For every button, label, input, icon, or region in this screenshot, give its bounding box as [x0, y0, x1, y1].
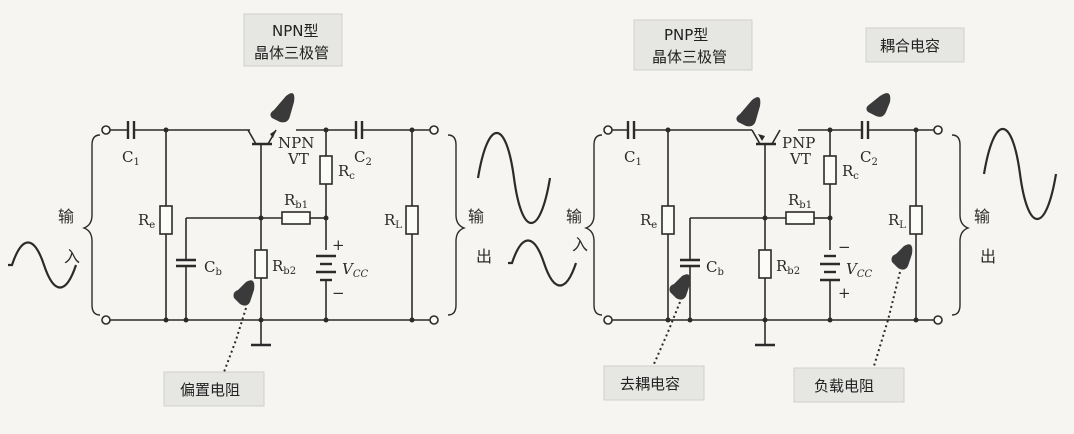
output-sine-wave-left [476, 131, 552, 225]
input-sine-wave-left [8, 241, 78, 289]
label-c1-left: C1 [122, 148, 140, 168]
label-rc-right: Rc [842, 162, 859, 182]
transistor-pnp [751, 129, 781, 146]
pointing-hand-icon [669, 274, 691, 300]
output-label-right-2: 出 [980, 247, 996, 266]
svg-text:去耦电容: 去耦电容 [620, 375, 680, 393]
callout-load-resistor: 负载电阻 [793, 367, 905, 403]
label-vcc-left: VCC [342, 260, 368, 280]
pointing-hand-icon [891, 244, 913, 270]
label-cb-left: Cb [204, 258, 222, 278]
label-rc-left: Rc [338, 162, 355, 182]
callout-pnp-transistor: PNP型 晶体三极管 [633, 19, 753, 71]
callout-bias-resistor: 偏置电阻 [163, 371, 265, 407]
output-terminal-top-left [429, 125, 439, 135]
svg-text:PNP型: PNP型 [664, 26, 708, 44]
label-re-right: Re [640, 211, 657, 231]
transistor-vt-left: VT [287, 150, 309, 168]
input-brace-right [584, 134, 603, 316]
resistor-rb2-left [254, 249, 268, 279]
capacitor-c2-right [860, 121, 870, 139]
pointing-hand-icon [866, 93, 891, 117]
input-terminal-bottom-right [603, 315, 613, 325]
resistor-rc-right [823, 155, 837, 185]
callout-coupling-capacitor: 耦合电容 [865, 27, 965, 63]
resistor-re-right [661, 205, 675, 235]
capacitor-c2-left [354, 121, 364, 139]
resistor-rb1-left [281, 211, 311, 225]
output-terminal-top-right [933, 125, 943, 135]
battery-vcc-right [820, 254, 840, 282]
label-vcc-right: VCC [846, 260, 872, 280]
pnp-circuit: 输 入 C1 Re Cb Rb [508, 19, 1058, 403]
resistor-rb1-right [785, 211, 815, 225]
svg-text:NPN型: NPN型 [272, 22, 319, 40]
pointing-hand-icon [270, 93, 295, 123]
label-c1-right: C1 [624, 148, 642, 168]
label-rb1-right: Rb1 [788, 191, 812, 211]
output-label-left-2: 出 [476, 247, 492, 266]
transistor-npn [247, 129, 277, 146]
label-re-left: Re [138, 211, 155, 231]
svg-text:晶体三极管: 晶体三极管 [652, 48, 727, 66]
callout-decoupling-capacitor: 去耦电容 [603, 365, 705, 401]
label-c2-right: C2 [860, 148, 878, 168]
label-c2-left: C2 [354, 148, 372, 168]
battery-vcc-left [316, 254, 336, 282]
input-label-left-1: 输 [58, 207, 74, 226]
capacitor-c1-right [626, 121, 636, 139]
pointing-hand-icon [233, 280, 255, 306]
output-terminal-bottom-left [429, 315, 439, 325]
resistor-re-left [159, 205, 173, 235]
input-terminal-bottom-left [101, 315, 111, 325]
input-terminal-top-right [603, 125, 613, 135]
resistor-rl-left [405, 205, 419, 235]
label-rl-right: RL [888, 211, 906, 231]
output-label-right-1: 输 [974, 207, 990, 226]
label-cb-right: Cb [706, 258, 724, 278]
output-terminal-bottom-right [933, 315, 943, 325]
svg-text:负载电阻: 负载电阻 [814, 377, 874, 395]
svg-text:晶体三极管: 晶体三极管 [254, 44, 329, 62]
input-label-right-1: 输 [566, 207, 582, 226]
input-sine-wave-right [508, 239, 578, 287]
transistor-vt-right: VT [789, 150, 811, 168]
input-label-left-2: 入 [64, 247, 80, 266]
label-rl-left: RL [384, 211, 402, 231]
output-brace-left [447, 134, 466, 316]
resistor-rb2-right [758, 249, 772, 279]
svg-text:耦合电容: 耦合电容 [880, 37, 940, 55]
vcc-minus-left: − [332, 284, 345, 302]
vcc-minus-right: − [838, 238, 851, 256]
output-sine-wave-right [982, 127, 1058, 221]
resistor-rl-right [909, 205, 923, 235]
output-label-left-1: 输 [468, 207, 484, 226]
svg-text:偏置电阻: 偏置电阻 [180, 381, 240, 399]
resistor-rc-left [319, 155, 333, 185]
label-rb1-left: Rb1 [284, 191, 308, 211]
input-terminal-top-left [101, 125, 111, 135]
callout-npn-transistor: NPN型 晶体三极管 [243, 13, 343, 67]
npn-circuit: 输 入 C1 Re Cb [8, 13, 552, 407]
vcc-plus-left: + [332, 236, 345, 254]
input-label-right-2: 入 [572, 235, 588, 254]
vcc-plus-right: + [838, 284, 851, 302]
label-rb2-right: Rb2 [776, 257, 800, 277]
transistor-type-left: NPN [278, 134, 314, 152]
transistor-type-right: PNP [782, 134, 815, 152]
pointing-hand-icon [736, 97, 761, 127]
label-rb2-left: Rb2 [272, 257, 296, 277]
capacitor-c1-left [126, 121, 136, 139]
output-brace-right [951, 134, 970, 316]
input-brace-left [82, 134, 101, 316]
